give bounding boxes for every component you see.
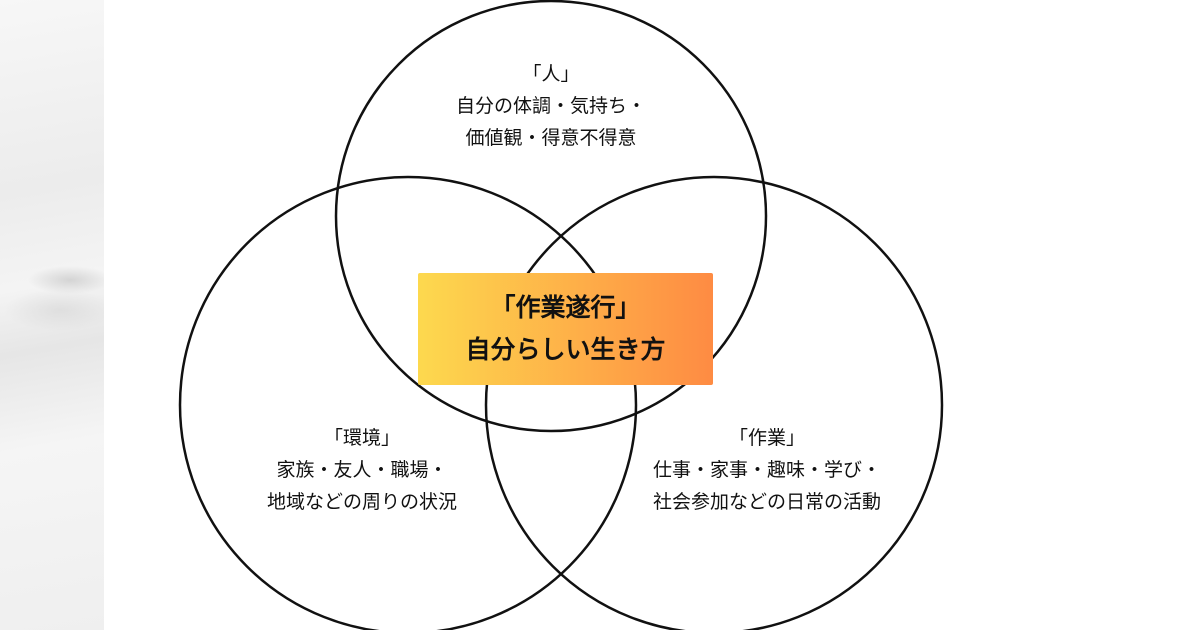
environment-label: 「環境」 家族・友人・職場・ 地域などの周りの状況 (267, 422, 457, 518)
occupation-line2: 社会参加などの日常の活動 (652, 491, 882, 513)
occupation-line1: 仕事・家事・趣味・学び・ (652, 459, 882, 481)
environment-line2: 地域などの周りの状況 (266, 491, 458, 513)
environment-line1: 家族・友人・職場・ (276, 459, 448, 481)
person-title: 「人」 (522, 63, 580, 85)
center-box: 「作業遂行」 自分らしい生き方 (418, 273, 713, 385)
occupation-label: 「作業」 仕事・家事・趣味・学び・ 社会参加などの日常の活動 (653, 422, 881, 518)
person-line1: 自分の体調・気持ち・ (455, 95, 647, 117)
environment-title: 「環境」 (323, 427, 401, 449)
marble-background-strip (0, 0, 104, 630)
occupation-title: 「作業」 (728, 427, 806, 449)
person-label: 「人」 自分の体調・気持ち・ 価値観・得意不得意 (456, 58, 646, 154)
center-line1: 「作業遂行」 (490, 293, 641, 322)
environment-circle (178, 175, 638, 630)
person-line2: 価値観・得意不得意 (465, 127, 637, 149)
occupation-circle (484, 175, 944, 630)
person-circle (334, 0, 768, 433)
center-line2: 自分らしい生き方 (465, 335, 666, 364)
